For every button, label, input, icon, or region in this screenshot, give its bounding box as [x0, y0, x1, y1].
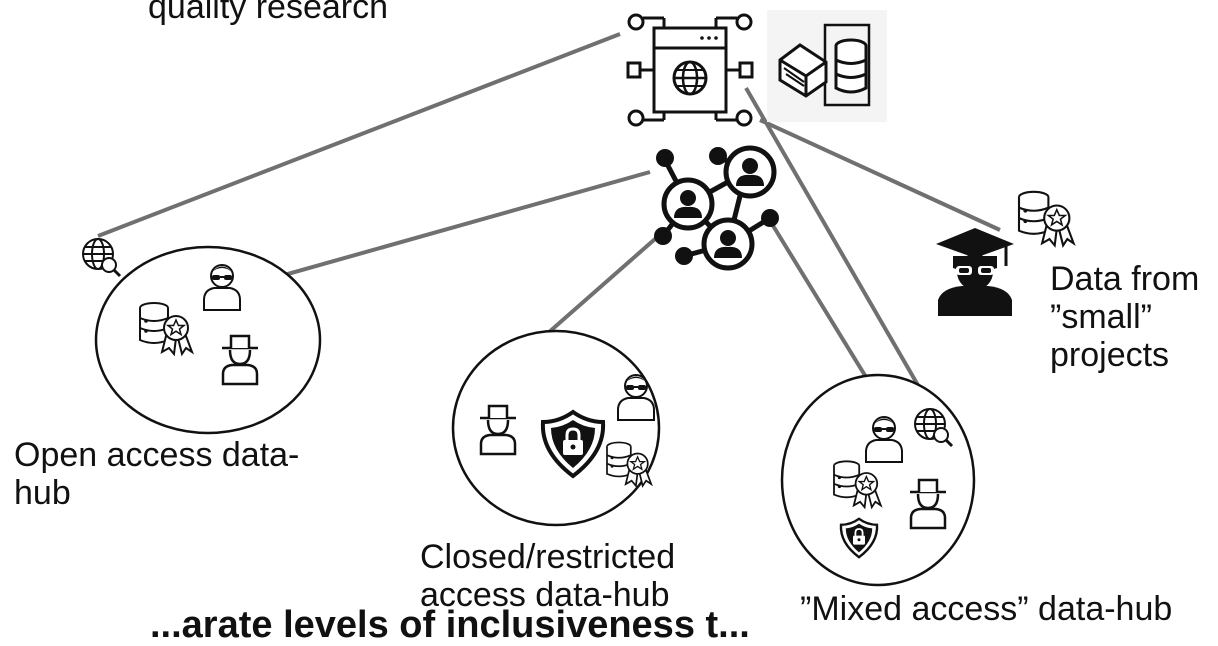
- globe-search-icon: [81, 237, 122, 278]
- closed-access-hub: [451, 329, 661, 527]
- small-projects-group: [936, 190, 1075, 316]
- small-projects-label: Data from ”small” projects: [1050, 260, 1200, 374]
- people-network-icon: [654, 147, 779, 268]
- document-database-icon: [767, 10, 887, 122]
- connector-platform-mixed: [744, 86, 932, 408]
- top-text-fragment: quality research: [148, 0, 389, 26]
- connector-platform-small: [759, 118, 1001, 232]
- closed-hub-label: Closed/restricted access data-hub: [420, 538, 676, 614]
- web-platform-icon: [626, 13, 754, 127]
- connector-platform-open: [97, 32, 621, 238]
- graduate-researcher-icon: [936, 228, 1014, 316]
- open-access-hub: [81, 237, 322, 435]
- open-hub-label: Open access data- hub: [14, 436, 300, 512]
- data-hub-diagram: [81, 10, 1075, 587]
- mixed-hub-boundary: [780, 373, 976, 587]
- connector-network-open: [237, 170, 651, 290]
- certified-database-icon: [1017, 190, 1075, 247]
- mixed-hub-label: ”Mixed access” data-hub: [800, 590, 1173, 628]
- connector-network-closed: [546, 230, 665, 335]
- bottom-text-fragment: ...arate levels of inclusiveness t...: [150, 604, 750, 646]
- open-hub-boundary: [94, 245, 322, 435]
- connector-lines: [97, 32, 1001, 410]
- mixed-access-hub: [780, 373, 976, 587]
